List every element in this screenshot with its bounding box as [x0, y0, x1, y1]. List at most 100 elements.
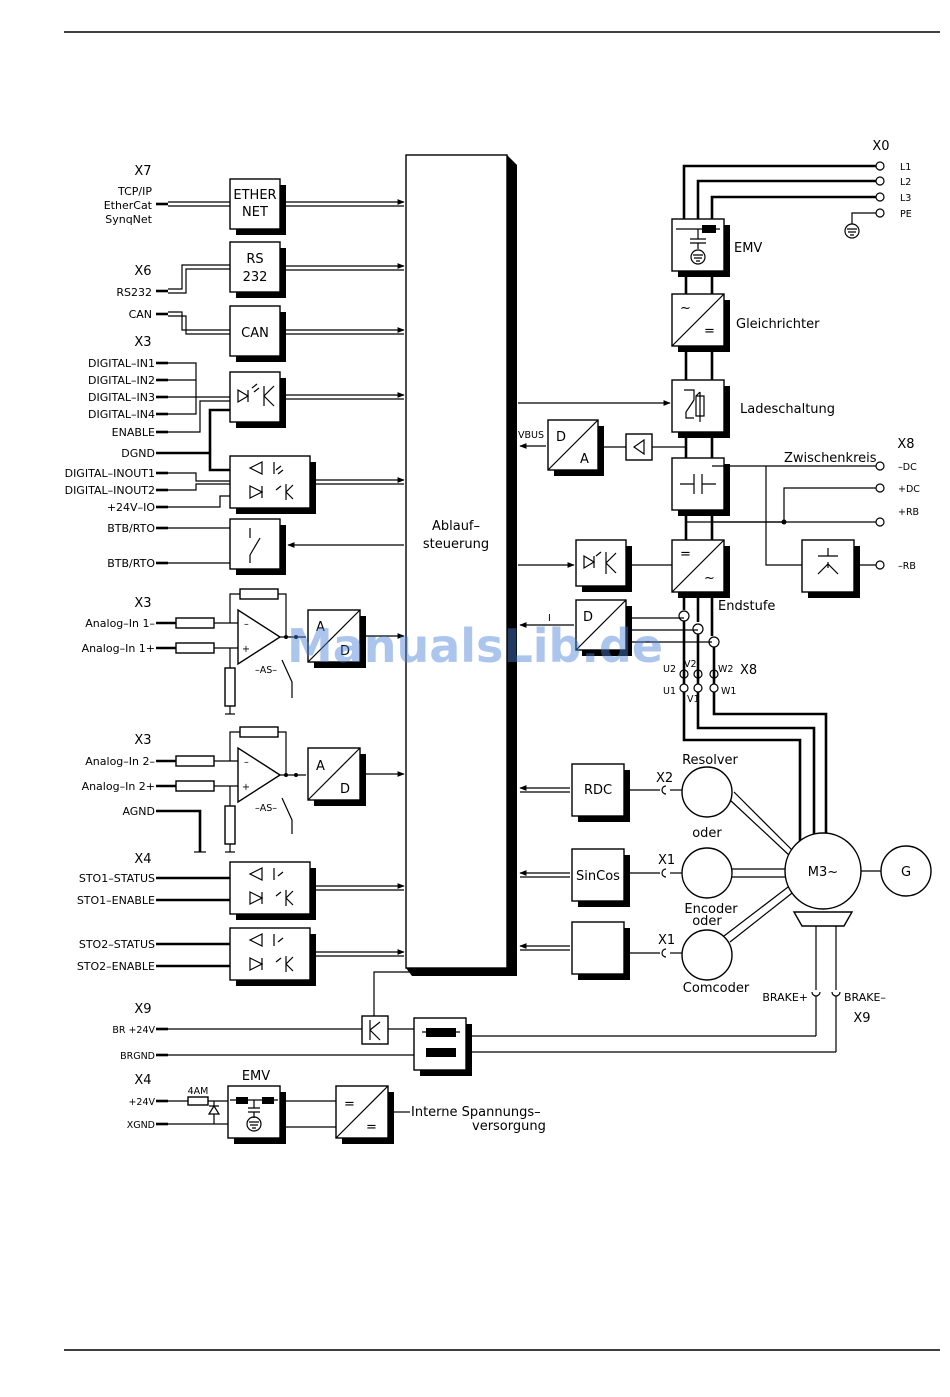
analog2-as-label: –AS–	[255, 803, 277, 814]
x9-left-title: X9	[134, 1002, 151, 1017]
terminal-pe: PE	[900, 209, 912, 220]
svg-text:+: +	[242, 782, 250, 793]
analog1-adc-a: A	[316, 620, 325, 635]
power-group: X4 +24V XGND 4AM EMV = = Interne Spannun…	[127, 1069, 546, 1144]
central-label-1: Ablauf–	[432, 519, 480, 534]
br-24v-label: BR +24V	[112, 1025, 155, 1036]
internal-supply-l2: versorgung	[472, 1119, 546, 1134]
analog2-adc-a: A	[316, 759, 325, 774]
gleichrichter-label: Gleichrichter	[736, 317, 820, 332]
terminal-minus-rb: –RB	[898, 561, 916, 572]
terminal-u1: U1	[663, 686, 676, 697]
terminal-minus-dc: –DC	[898, 462, 917, 473]
x1a-title: X1	[658, 853, 675, 868]
sto1-status-label: STO1–STATUS	[79, 872, 155, 885]
emv-label: EMV	[734, 241, 762, 256]
svg-text:–: –	[244, 619, 249, 630]
enable-label: ENABLE	[112, 426, 155, 439]
brake-minus-label: BRAKE–	[844, 991, 886, 1004]
svg-text:=: =	[344, 1097, 355, 1112]
sto2-status-label: STO2–STATUS	[79, 938, 155, 951]
encoder-label: Encoder	[684, 902, 738, 917]
x7-title: X7	[134, 164, 151, 179]
terminal-w1: W1	[721, 686, 736, 697]
zwischenkreis-label: Zwischenkreis	[784, 451, 877, 466]
p24-io-label: +24V–IO	[107, 501, 155, 514]
power-chain: EMV ~ = Gleichrichter Ladeschaltung Zwis…	[518, 218, 920, 684]
x0-title: X0	[872, 139, 889, 154]
x6-title: X6	[134, 264, 151, 279]
motor-label: M3~	[808, 865, 838, 880]
analog1-title: X3	[134, 596, 151, 611]
x7-label-synqnet: SynqNet	[105, 213, 152, 226]
analog2-title: X3	[134, 733, 151, 748]
sincos-block-label: SinCos	[576, 869, 620, 884]
brake-plus-label: BRAKE+	[762, 991, 808, 1004]
digital-inout2-label: DIGITAL–INOUT2	[65, 484, 155, 497]
oder-label-2: oder	[692, 914, 722, 929]
power-emv-label: EMV	[242, 1069, 270, 1084]
p24v-label: +24V	[128, 1097, 155, 1108]
x0-group: X0 L1 L2 L3 PE	[682, 139, 912, 239]
terminal-plus-rb: +RB	[898, 507, 919, 518]
feedback-group: RDC X2 Resolver oder SinCos X1 Encoder o…	[519, 753, 797, 996]
terminal-l2: L2	[900, 177, 911, 188]
x8-title: X8	[897, 437, 914, 452]
x1b-title: X1	[658, 933, 675, 948]
analog-in2-plus-label: Analog–In 2+	[82, 780, 155, 793]
motor-x8-title: X8	[740, 663, 757, 678]
vbus-a: A	[580, 452, 589, 467]
terminal-v2: V2	[684, 659, 697, 670]
power-title: X4	[134, 1073, 151, 1088]
btb-rto-label-1: BTB/RTO	[107, 522, 155, 535]
sto1-enable-label: STO1–ENABLE	[77, 894, 155, 907]
current-i-label: I	[548, 613, 551, 624]
motor-group: M3~ G BRAKE+ BRAKE– X9	[762, 832, 932, 1052]
rdc-block-label: RDC	[584, 783, 612, 798]
digital-in4-label: DIGITAL–IN4	[88, 408, 155, 421]
svg-text:=: =	[366, 1120, 377, 1135]
generator-label: G	[901, 865, 911, 880]
x3-digital-group: X3 DIGITAL–IN1 DIGITAL–IN2 DIGITAL–IN3 D…	[65, 335, 405, 575]
svg-text:~: ~	[680, 301, 691, 316]
internal-supply-l1: Interne Spannungs–	[411, 1105, 541, 1120]
x3-digital-title: X3	[134, 335, 151, 350]
x6-label: RS232	[116, 286, 152, 299]
digital-inout1-label: DIGITAL–INOUT1	[65, 467, 155, 480]
svg-text:=: =	[680, 547, 691, 562]
comcoder-label: Comcoder	[683, 981, 750, 996]
can-group: CAN CAN	[129, 305, 405, 362]
x9-left-group: X9 BR +24V BRGND	[112, 971, 836, 1076]
terminal-plus-dc: +DC	[898, 484, 920, 495]
watermark: ManualsLib.de	[287, 619, 663, 673]
motor-x9-title: X9	[853, 1011, 870, 1026]
terminal-v1: V1	[687, 694, 700, 705]
motor-connector: X8 U2 V2 W2 U1 V1 W1	[663, 659, 828, 846]
x7-label-ethercat: EtherCat	[104, 199, 153, 212]
terminal-w2: W2	[718, 664, 733, 675]
x2-title: X2	[656, 771, 673, 786]
ethernet-block-l2: NET	[242, 205, 268, 220]
current-d: D	[583, 610, 593, 625]
oder-label-1: oder	[692, 826, 722, 841]
endstufe-label: Endstufe	[718, 599, 775, 614]
dgnd-label: DGND	[121, 447, 155, 460]
analog2-adc-d: D	[340, 782, 350, 797]
brgnd-label: BRGND	[120, 1051, 155, 1062]
svg-text:~: ~	[704, 571, 715, 586]
can-label: CAN	[129, 308, 152, 321]
ladeschaltung-label: Ladeschaltung	[740, 402, 835, 417]
analog1-as-label: –AS–	[255, 665, 277, 676]
vbus-d: D	[556, 430, 566, 445]
svg-text:=: =	[704, 324, 715, 339]
analog1-group: X3 Analog–In 1– Analog–In 1+ – + –AS– A …	[82, 588, 405, 715]
rs232-block-l1: RS	[246, 252, 263, 267]
svg-text:–: –	[244, 757, 249, 768]
x6-group: X6 RS232 RS 232	[116, 241, 405, 299]
can-block-label: CAN	[241, 326, 269, 341]
terminal-l1: L1	[900, 162, 911, 173]
analog2-group: X3 Analog–In 2– Analog–In 2+ AGND – + –A…	[82, 726, 405, 853]
ethernet-block-l1: ETHER	[233, 188, 276, 203]
sto2-enable-label: STO2–ENABLE	[77, 960, 155, 973]
terminal-u2: U2	[663, 664, 676, 675]
